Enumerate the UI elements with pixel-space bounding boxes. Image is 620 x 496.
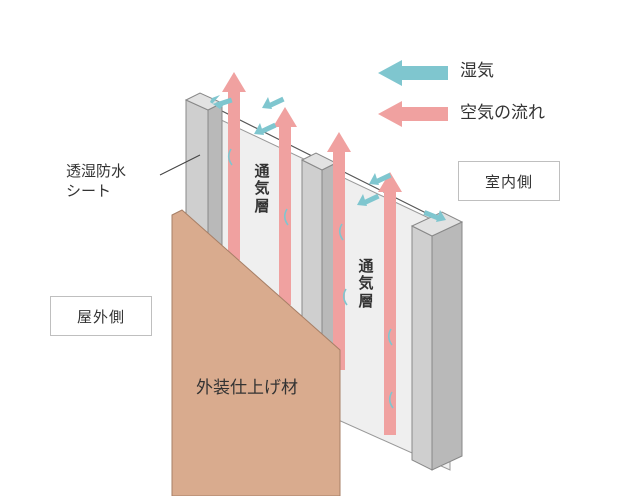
moisture-arrow-1	[210, 95, 233, 109]
legend-moisture-arrow	[378, 60, 448, 86]
airflow-arrow-1	[222, 72, 246, 260]
stud-3	[410, 211, 464, 471]
airflow-arrow-4	[378, 172, 402, 435]
legend-moisture-label: 湿気	[460, 61, 494, 81]
airflow-arrow-3	[327, 132, 351, 370]
cladding-label: 外装仕上げ材	[196, 378, 298, 398]
stud-2	[300, 152, 338, 356]
moisture-arrow-4	[369, 172, 392, 185]
membrane-leader-line	[159, 154, 201, 176]
moisture-arrow-2	[262, 96, 285, 109]
air-layer-label-1: 通 気 層	[254, 162, 270, 215]
curl-arrows	[227, 148, 394, 409]
moisture-arrows	[210, 95, 446, 222]
moisture-arrow-5	[357, 193, 380, 206]
cladding-board	[171, 209, 341, 496]
outdoor-label: 屋外側	[50, 296, 152, 336]
legend-airflow-label: 空気の流れ	[460, 103, 545, 123]
indoor-label: 室内側	[458, 161, 560, 201]
legend-airflow-arrow	[378, 101, 448, 127]
membrane-label: 透湿防水 シート	[66, 162, 127, 201]
moisture-arrow-6	[423, 210, 446, 222]
moisture-arrow-3	[254, 122, 277, 135]
air-layer-label-2: 通 気 層	[358, 257, 374, 310]
